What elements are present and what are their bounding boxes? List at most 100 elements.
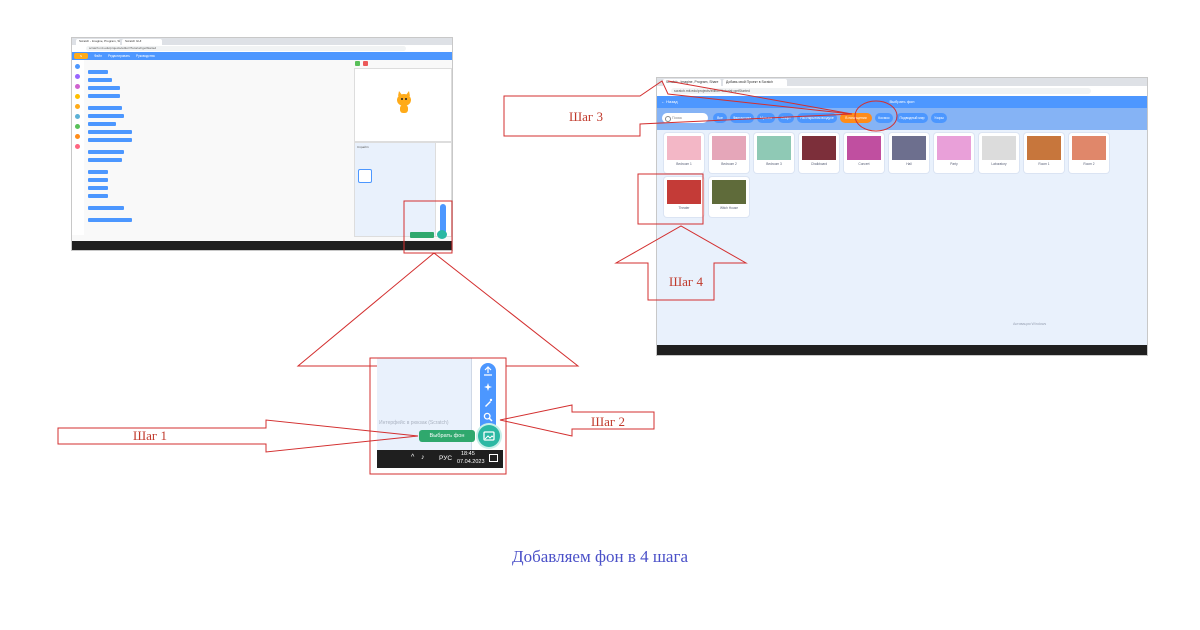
code-block[interactable] (88, 170, 108, 174)
code-block[interactable] (88, 158, 122, 162)
cat-sprite-icon (397, 91, 411, 113)
backdrop-name: Party (950, 162, 958, 166)
editor-screenshot: Scratch - Imagine, Program, Share Scratc… (71, 37, 453, 251)
code-block[interactable] (88, 150, 124, 154)
backdrop-card[interactable]: Chalkboard (799, 133, 839, 173)
browser-tab[interactable]: Scratch - Imagine, Program, Share (663, 79, 721, 86)
scratch-menu-bar: S Файл Редактировать Руководства (72, 52, 452, 60)
backdrop-card[interactable]: Laboratory (979, 133, 1019, 173)
choose-backdrop-button[interactable] (478, 425, 500, 447)
step4-arrow (614, 225, 748, 301)
step1-arrow (57, 419, 419, 453)
clock-date[interactable]: 07.04.2023 (457, 459, 485, 465)
category-chip[interactable]: В помещении (840, 113, 872, 123)
code-block[interactable] (88, 94, 120, 98)
surprise-icon[interactable] (483, 382, 493, 392)
category-operators-icon[interactable] (75, 124, 80, 129)
browser-tab[interactable]: Scratch - Imagine, Program, Share (76, 39, 120, 45)
category-chip[interactable]: Узоры (931, 113, 947, 123)
code-area[interactable] (134, 60, 354, 235)
backdrop-tooltip (410, 232, 434, 238)
code-block[interactable] (88, 70, 108, 74)
code-block[interactable] (88, 122, 116, 126)
code-block[interactable] (88, 178, 108, 182)
paint-icon[interactable] (483, 398, 493, 408)
backdrop-name: Hall (906, 162, 912, 166)
browser-tab[interactable]: Добавь свой Проект в Scratch (723, 79, 787, 86)
category-sensing-icon[interactable] (75, 114, 80, 119)
scratch-logo[interactable]: S (74, 53, 88, 59)
backdrop-card[interactable]: Witch House (709, 177, 749, 217)
menu-file[interactable]: Файл (94, 54, 102, 58)
backdrop-card[interactable]: Bedroom 2 (709, 133, 749, 173)
notification-icon[interactable] (489, 454, 498, 462)
code-block[interactable] (88, 78, 112, 82)
search-icon (665, 116, 671, 122)
sprite-thumbnail[interactable] (358, 169, 372, 183)
backdrop-thumbnail (1072, 136, 1106, 160)
menu-edit[interactable]: Редактировать (108, 54, 131, 58)
back-button[interactable]: ← Назад (661, 99, 678, 104)
choose-backdrop-button[interactable] (437, 230, 447, 239)
stop-icon[interactable] (363, 61, 368, 66)
category-chip[interactable]: Фантастика (730, 113, 754, 123)
url-field[interactable]: scratch.mit.edu/projects/editor/?tutoria… (86, 46, 406, 51)
category-myblocks-icon[interactable] (75, 144, 80, 149)
category-chip[interactable]: Все (713, 113, 727, 123)
backdrop-card[interactable]: Concert (844, 133, 884, 173)
search-icon[interactable] (483, 412, 493, 422)
category-motion-icon[interactable] (75, 64, 80, 69)
category-chip[interactable]: На открытом воздухе (797, 113, 837, 123)
code-block[interactable] (88, 130, 132, 134)
tray-chevron-icon[interactable]: ^ (411, 454, 415, 461)
backpack-hint: Интерфейс в рюкзак (Scratch) (379, 420, 449, 426)
category-chip[interactable]: Спорт (778, 113, 794, 123)
url-field[interactable]: scratch.mit.edu/projects/editor/?tutoria… (671, 88, 1091, 94)
zoomed-inset: Интерфейс в рюкзак (Scratch) Выбрать фон… (377, 358, 503, 468)
zoom-frame (369, 357, 507, 475)
backdrop-card[interactable]: Bedroom 3 (754, 133, 794, 173)
sprite-pane: Спрайт1 (354, 142, 436, 237)
backdrop-card[interactable]: Hall (889, 133, 929, 173)
backdrop-card[interactable]: Room 2 (1069, 133, 1109, 173)
zoom-arrow (296, 252, 580, 367)
search-input[interactable]: Поиск (662, 113, 708, 123)
sprite-name-label: Спрайт1 (357, 145, 369, 149)
code-block[interactable] (88, 218, 132, 222)
backdrop-name: Concert (858, 162, 870, 166)
backdrop-menu-column[interactable] (440, 204, 446, 234)
green-flag-icon[interactable] (355, 61, 360, 66)
step1-label: Шаг 1 (133, 428, 167, 443)
code-block[interactable] (88, 86, 120, 90)
backdrop-card[interactable]: Bedroom 1 (664, 133, 704, 173)
backdrop-thumbnail (712, 136, 746, 160)
volume-icon[interactable]: ♪ (421, 454, 425, 461)
backdrop-thumbnail (1027, 136, 1061, 160)
code-block[interactable] (88, 106, 122, 110)
menu-tutorials[interactable]: Руководства (136, 54, 155, 58)
backdrop-card[interactable]: Party (934, 133, 974, 173)
backdrop-card[interactable]: Room 1 (1024, 133, 1064, 173)
code-block[interactable] (88, 194, 108, 198)
backdrop-thumbnail (802, 136, 836, 160)
language-indicator[interactable]: РУС (439, 455, 453, 462)
category-events-icon[interactable] (75, 94, 80, 99)
code-block[interactable] (88, 206, 124, 210)
category-variables-icon[interactable] (75, 134, 80, 139)
code-block[interactable] (88, 114, 124, 118)
stage[interactable] (354, 68, 452, 142)
category-control-icon[interactable] (75, 104, 80, 109)
category-looks-icon[interactable] (75, 74, 80, 79)
browser-tab[interactable]: Scratch GUI (122, 39, 162, 45)
code-block[interactable] (88, 138, 132, 142)
backdrop-card[interactable]: Theater (664, 177, 704, 217)
category-sound-icon[interactable] (75, 84, 80, 89)
windows-taskbar (657, 345, 1147, 355)
upload-icon[interactable] (483, 366, 493, 376)
category-chip[interactable]: Космос (875, 113, 893, 123)
clock-time[interactable]: 18:45 (461, 451, 475, 457)
code-block[interactable] (88, 186, 108, 190)
highlight-box-theater (637, 173, 704, 225)
category-chip[interactable]: Подводный мир (896, 113, 928, 123)
